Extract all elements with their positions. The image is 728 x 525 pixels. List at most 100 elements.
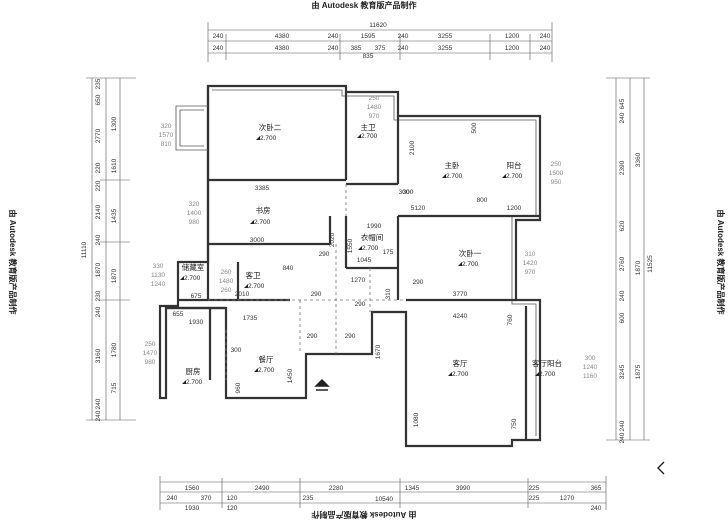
- window-tags: 320 1570 810 250 1480 970 250 1500 950 3…: [143, 95, 598, 380]
- level-marker-icon: [458, 262, 462, 266]
- watermark-right: 由 Autodesk 教育版产品制作: [716, 210, 726, 315]
- window-tag: 300 1240 1160: [583, 355, 598, 380]
- level-marker-icon: [256, 136, 260, 140]
- dim-label: 290: [311, 291, 322, 298]
- svg-text:1400: 1400: [187, 210, 202, 217]
- dim-label: 1780: [111, 342, 118, 357]
- dim-label: 750: [511, 418, 518, 429]
- dim-label: 240: [95, 234, 102, 245]
- dim-label: 235: [303, 495, 314, 502]
- level-marker-icon: [254, 368, 258, 372]
- right-dims-row1: 645 240 2390 620 2760 240 600 3245 240 2…: [619, 98, 626, 443]
- dim-label: 1270: [560, 495, 575, 502]
- dim-label: 290: [355, 301, 366, 308]
- dim-label: 225: [529, 485, 540, 492]
- level-marker-icon: [358, 246, 362, 250]
- level-value: 2.700: [452, 371, 469, 378]
- level-marker-icon: [357, 134, 361, 138]
- dim-label: 290: [307, 333, 318, 340]
- dim-label: 1200: [507, 205, 522, 212]
- dim-label: 240: [95, 410, 102, 421]
- room-label-dining: 餐厅: [259, 355, 274, 364]
- svg-text:260: 260: [221, 287, 232, 294]
- dim-label: 365: [591, 485, 602, 492]
- left-dimension-lines: [86, 77, 136, 421]
- dim-label: 240: [591, 505, 602, 512]
- level-value: 2.700: [248, 283, 265, 290]
- level-value: 2.700: [462, 261, 479, 268]
- svg-text:1500: 1500: [549, 170, 564, 177]
- walls: [158, 84, 542, 448]
- room-label-master: 主卧: [445, 160, 460, 170]
- dim-label: 3770: [453, 291, 468, 298]
- window-tag: 320 1400 980: [187, 201, 202, 226]
- dim-label: 2760: [619, 256, 626, 271]
- window-tag: 310 1420 970: [523, 251, 538, 276]
- level-marker-icon: [442, 174, 446, 178]
- dim-label: 1670: [375, 344, 382, 359]
- dim-label: 1870: [111, 268, 118, 283]
- dim-label: 375: [375, 45, 386, 52]
- dim-label: 240: [398, 33, 409, 40]
- dim-label: 1930: [189, 319, 204, 326]
- svg-text:1130: 1130: [151, 272, 165, 279]
- dim-label: 4380: [275, 45, 290, 52]
- dim-label: 2770: [95, 128, 102, 143]
- svg-text:1480: 1480: [367, 104, 382, 111]
- dim-label: 3255: [438, 33, 453, 40]
- dim-label: 3360: [635, 152, 642, 167]
- dim-label: 655: [173, 311, 184, 318]
- svg-text:260: 260: [221, 269, 232, 276]
- dim-label: 225: [529, 495, 540, 502]
- dim-label: 240: [213, 33, 224, 40]
- left-dims-row2: 1300 1610 1435 1870 1780 715: [111, 116, 118, 393]
- dim-label: 370: [201, 495, 212, 502]
- dim-label: 600: [619, 312, 626, 323]
- room-label-guest-bath: 客卫: [246, 270, 261, 280]
- svg-text:1470: 1470: [143, 350, 158, 357]
- dim-label: 240: [95, 306, 102, 317]
- level-value: 2.700: [446, 173, 463, 180]
- inner-dimension-labels: 3385 5120 1200 1990 3000 1045 175 1270 3…: [173, 122, 522, 429]
- svg-text:950: 950: [551, 179, 562, 186]
- level-value: 2.700: [260, 135, 277, 142]
- dim-label: 240: [213, 45, 224, 52]
- svg-text:980: 980: [145, 359, 156, 366]
- dim-label: 4380: [275, 33, 290, 40]
- room-label-kitchen: 厨房: [186, 366, 201, 376]
- dim-label: 3255: [438, 45, 453, 52]
- svg-text:250: 250: [369, 95, 380, 102]
- svg-text:250: 250: [145, 341, 156, 348]
- dim-label: 240: [619, 112, 626, 123]
- level-value: 2.700: [258, 367, 275, 374]
- level-marker-icon: [502, 174, 506, 178]
- level-marker-icon: [180, 276, 184, 280]
- svg-text:300: 300: [585, 355, 596, 362]
- dim-label: 1870: [635, 260, 642, 275]
- svg-text:810: 810: [161, 141, 172, 148]
- svg-text:250: 250: [551, 161, 562, 168]
- dim-label: 1550: [347, 238, 354, 253]
- svg-text:320: 320: [189, 201, 200, 208]
- svg-text:1480: 1480: [219, 278, 234, 285]
- dim-label: 3385: [255, 185, 270, 192]
- dim-label: 240: [619, 420, 626, 431]
- room-labels: 次卧二 主卫 主卧 阳台 书房 衣帽间 次卧一 储藏室 客卫 厨房 餐厅 客厅 …: [182, 122, 562, 376]
- level-value: 2.700: [362, 245, 379, 252]
- level-marker-icon: [182, 380, 186, 384]
- window-tag: 250 1470 980: [143, 341, 158, 366]
- dim-label: 1870: [95, 262, 102, 277]
- door-openings: [208, 184, 406, 380]
- room-label-storage: 储藏室: [182, 262, 205, 272]
- dim-label: 120: [227, 505, 238, 512]
- dim-label: 220: [95, 162, 102, 173]
- dim-label: 1595: [361, 33, 376, 40]
- window-tag: 260 1480 260: [219, 269, 234, 294]
- dim-label: 240: [167, 495, 178, 502]
- level-value: 2.700: [254, 219, 271, 226]
- svg-text:1570: 1570: [159, 132, 174, 139]
- dim-label: 240: [540, 45, 551, 52]
- level-value: 2.700: [539, 371, 556, 378]
- dim-top-total: 11620: [369, 22, 387, 29]
